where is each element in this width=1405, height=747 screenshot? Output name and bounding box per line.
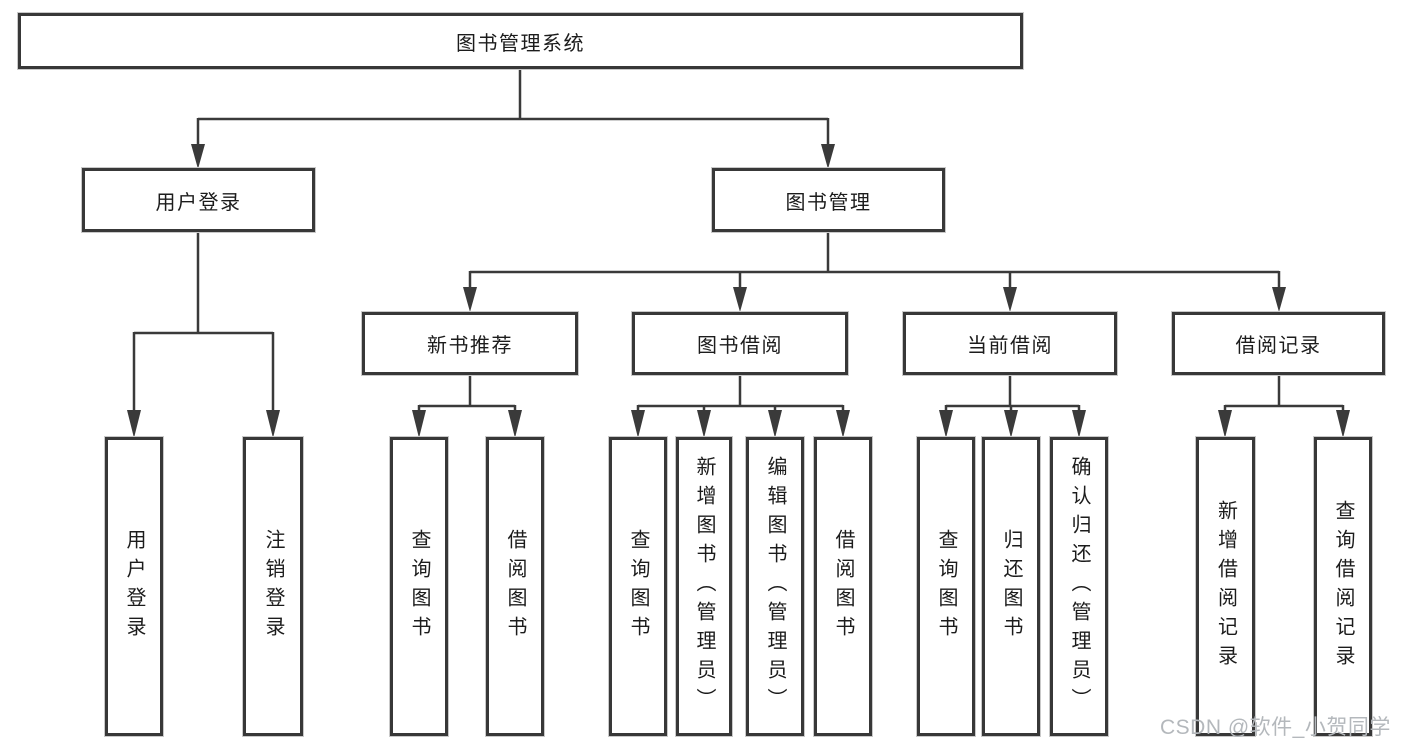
connector-root-to-level2	[191, 69, 835, 169]
node-current-borrowing-label: 当前借阅	[967, 335, 1053, 357]
leaf-query-books-current-label: 查询图书	[935, 528, 957, 645]
leaf-user-login: 用户登录	[105, 437, 163, 736]
leaf-return-books: 归还图书	[982, 437, 1040, 736]
leaf-add-books-admin: 新增图书（管理员）	[676, 437, 732, 736]
leaf-query-books-borrow-label: 查询图书	[627, 528, 649, 645]
connector-book-management-to-level3	[463, 232, 1286, 312]
connector-new-book-recommendation-to-leaves	[412, 375, 522, 438]
connector-book-borrowing-to-leaves	[631, 375, 850, 438]
leaf-query-books-borrow: 查询图书	[609, 437, 667, 736]
node-book-management-label: 图书管理	[785, 191, 872, 214]
node-book-management: 图书管理	[712, 168, 945, 232]
leaf-logout-label: 注销登录	[262, 528, 284, 645]
node-borrowing-records-label: 借阅记录	[1235, 335, 1322, 357]
leaf-query-books-current: 查询图书	[917, 437, 975, 736]
root-node-label: 图书管理系统	[456, 32, 585, 55]
leaf-add-books-admin-label: 新增图书（管理员）	[693, 456, 715, 717]
leaf-query-books-recommend-label: 查询图书	[408, 528, 430, 645]
leaf-return-books-label: 归还图书	[1000, 528, 1022, 645]
leaf-logout: 注销登录	[243, 437, 303, 736]
watermark: CSDN @软件_小贺同学	[1160, 716, 1391, 739]
node-new-book-recommendation: 新书推荐	[362, 312, 578, 375]
leaf-borrow-books-borrow: 借阅图书	[814, 437, 872, 736]
leaf-add-borrow-record-label: 新增借阅记录	[1214, 499, 1237, 674]
leaf-borrow-books-borrow-label: 借阅图书	[832, 528, 854, 645]
leaf-borrow-books-recommend-label: 借阅图书	[504, 528, 526, 645]
leaf-user-login-label: 用户登录	[123, 528, 145, 645]
leaf-confirm-return-admin-label: 确认归还（管理员）	[1068, 456, 1090, 717]
connector-current-borrowing-to-leaves	[939, 375, 1086, 438]
leaf-confirm-return-admin: 确认归还（管理员）	[1050, 437, 1108, 736]
leaf-edit-books-admin-label: 编辑图书（管理员）	[764, 456, 786, 717]
leaf-query-borrow-record-label: 查询借阅记录	[1332, 499, 1354, 674]
connector-user-login-to-leaves	[127, 232, 280, 438]
connector-borrowing-records-to-leaves	[1218, 375, 1350, 438]
node-user-login-label: 用户登录	[155, 191, 242, 214]
node-user-login: 用户登录	[82, 168, 315, 232]
leaf-query-books-recommend: 查询图书	[390, 437, 448, 736]
node-book-borrowing-label: 图书借阅	[697, 335, 783, 357]
leaf-add-borrow-record: 新增借阅记录	[1196, 437, 1255, 736]
leaf-edit-books-admin: 编辑图书（管理员）	[746, 437, 804, 736]
node-borrowing-records: 借阅记录	[1172, 312, 1385, 375]
leaf-query-borrow-record: 查询借阅记录	[1314, 437, 1372, 736]
node-new-book-recommendation-label: 新书推荐	[427, 335, 513, 357]
leaf-borrow-books-recommend: 借阅图书	[486, 437, 544, 736]
root-node: 图书管理系统	[18, 13, 1023, 69]
node-book-borrowing: 图书借阅	[632, 312, 848, 375]
node-current-borrowing: 当前借阅	[903, 312, 1117, 375]
